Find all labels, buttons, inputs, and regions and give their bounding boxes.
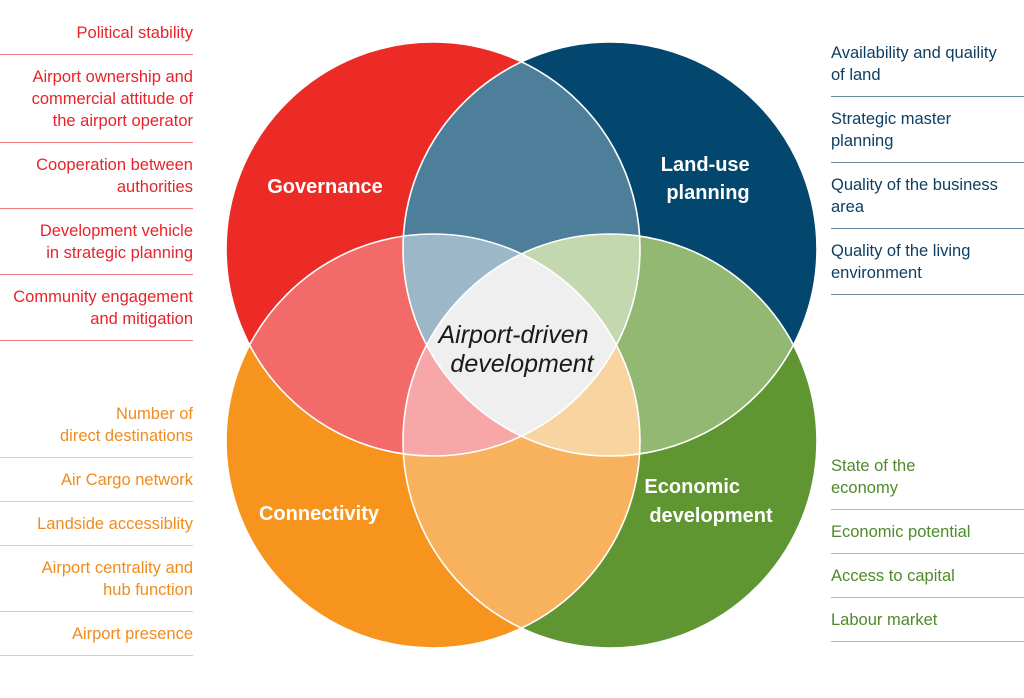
factor-text-line: Labour market [831,611,938,629]
factor-divider [0,54,193,55]
factor-text-line: planning [831,132,894,150]
factor-text-line: Air Cargo network [60,471,193,489]
factor-text-line: Landside accessiblity [37,515,193,533]
factor-divider [0,274,193,275]
factor-text-line: Airport ownership and [32,68,193,86]
factor-divider [0,611,193,612]
factor-text-line: Airport presence [71,625,193,643]
factor-text-line: the airport operator [52,112,193,130]
governance-factor-item: Cooperation between authorities [36,154,193,198]
factor-divider [831,162,1024,163]
economic-label-line: Economic [644,476,740,498]
economic-factor-item: Labour market [831,609,937,631]
governance-label: Governance [267,176,383,198]
factor-divider [831,553,1024,554]
factor-divider [831,597,1024,598]
governance-factor-item: Political stability [77,22,193,44]
factor-divider [0,142,193,143]
connectivity-factor-item: Airport centrality and hub function [42,557,193,601]
governance-factor-item: Community engagement and mitigation [13,286,193,330]
factor-divider [831,509,1024,510]
economic-factor-item: State of the economy [831,455,915,499]
factor-text-line: Strategic master [831,110,952,128]
land-use-label-line: Land-use [661,154,750,176]
factor-divider [831,294,1024,295]
factor-text-line: environment [831,264,922,282]
factor-text-line: Quality of the living [831,242,971,260]
factor-text-line: commercial attitude of [31,90,193,108]
econ-circle-outline [402,233,818,649]
governance-factor-item: Development vehicle in strategic planning [40,220,193,264]
connectivity-factor-item: Air Cargo network [61,469,193,491]
factor-text-line: Development vehicle [39,222,193,240]
center-label-line: Airport-driven [436,321,588,349]
factor-text-line: of land [831,66,881,84]
connectivity-factor-item: Landside accessiblity [37,513,193,535]
factor-divider [831,228,1024,229]
land-use-label-line: planning [666,182,749,204]
factor-text-line: Airport centrality and [41,559,193,577]
factor-divider [0,340,193,341]
governance-factor-item: Airport ownership and commercial attitude… [32,66,193,132]
connectivity-factor-item: Airport presence [72,623,193,645]
land-use-factor-item: Strategic master planning [831,108,951,152]
factor-text-line: Community engagement [13,288,193,306]
factor-divider [831,96,1024,97]
factor-text-line: Cooperation between [36,156,193,174]
land-use-factor-item: Quality of the business area [831,174,998,218]
economic-factor-item: Access to capital [831,565,955,587]
factor-text-line: area [831,198,865,216]
factor-divider [0,208,193,209]
factor-text-line: State of the [831,457,916,475]
factor-divider [0,501,193,502]
factor-divider [0,457,193,458]
economic-label-line: development [649,505,773,527]
factor-text-line: direct destinations [60,427,193,445]
center-label-line: development [450,350,594,378]
land-use-label: Land-use planning [661,154,755,204]
factor-text-line: Access to capital [831,567,955,585]
land-use-factor-item: Quality of the living environment [831,240,970,284]
factor-divider [831,641,1024,642]
conn-circle-outline [225,233,641,649]
factor-text-line: Political stability [76,24,193,42]
gov-circle-outline [225,41,641,457]
connectivity-label: Connectivity [259,503,380,525]
factor-text-line: Quality of the business [831,176,998,194]
factor-text-line: Number of [115,405,193,423]
factor-text-line: in strategic planning [46,244,193,262]
economic-label: Economic development [644,476,773,527]
factor-text-line: Economic potential [831,523,971,541]
connectivity-factor-item: Number of direct destinations [60,403,193,447]
connectivity-label-line: Connectivity [259,503,380,525]
governance-label-line: Governance [267,176,383,198]
land-use-factor-item: Availability and quaility of land [831,42,997,86]
economic-factor-item: Economic potential [831,521,970,543]
factor-divider [0,545,193,546]
factor-text-line: and mitigation [90,310,193,328]
factor-text-line: Availability and quaility [831,44,997,62]
land-circle-outline [402,41,818,457]
factor-text-line: hub function [103,581,193,599]
factor-text-line: economy [831,479,898,497]
factor-text-line: authorities [116,178,193,196]
center-label: Airport-driven development [436,321,595,378]
factor-divider [0,655,193,656]
